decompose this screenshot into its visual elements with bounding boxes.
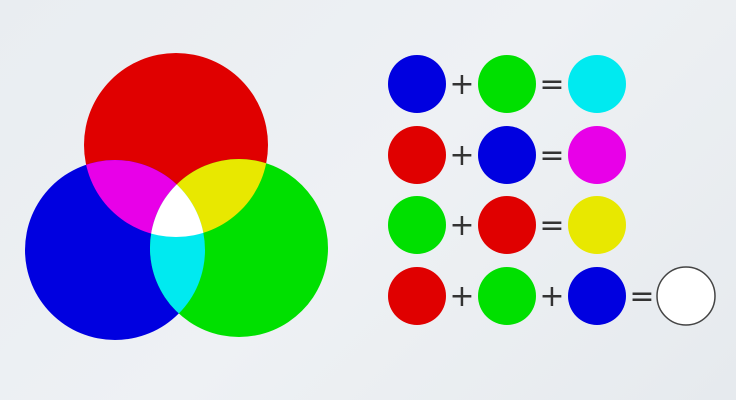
color-equations: +=+=+=++= — [388, 55, 716, 326]
yellow-result-circle — [568, 196, 626, 254]
plus-sign: + — [449, 138, 474, 173]
plus-sign: + — [449, 208, 474, 243]
color-venn-diagram — [25, 53, 328, 340]
magenta-result-circle — [568, 126, 626, 184]
yellow-overlap — [150, 159, 268, 237]
magenta-overlap — [84, 160, 205, 237]
equation-row: += — [388, 55, 626, 113]
equals-sign: = — [539, 208, 564, 243]
plus-sign: + — [539, 279, 564, 314]
red-input-circle — [388, 126, 446, 184]
equals-sign: = — [629, 279, 654, 314]
equation-row: += — [388, 196, 626, 254]
green-input-circle — [478, 55, 536, 113]
equals-sign: = — [539, 138, 564, 173]
green-input-circle — [478, 267, 536, 325]
plus-sign: + — [449, 67, 474, 102]
equals-sign: = — [539, 67, 564, 102]
red-input-circle — [478, 196, 536, 254]
blue-input-circle — [388, 55, 446, 113]
white-result-circle — [656, 266, 716, 326]
blue-input-circle — [478, 126, 536, 184]
cyan-result-circle — [568, 55, 626, 113]
green-input-circle — [388, 196, 446, 254]
equation-row: += — [388, 126, 626, 184]
equation-row: + + = — [388, 266, 716, 326]
blue-input-circle — [568, 267, 626, 325]
red-input-circle — [388, 267, 446, 325]
plus-sign: + — [449, 279, 474, 314]
